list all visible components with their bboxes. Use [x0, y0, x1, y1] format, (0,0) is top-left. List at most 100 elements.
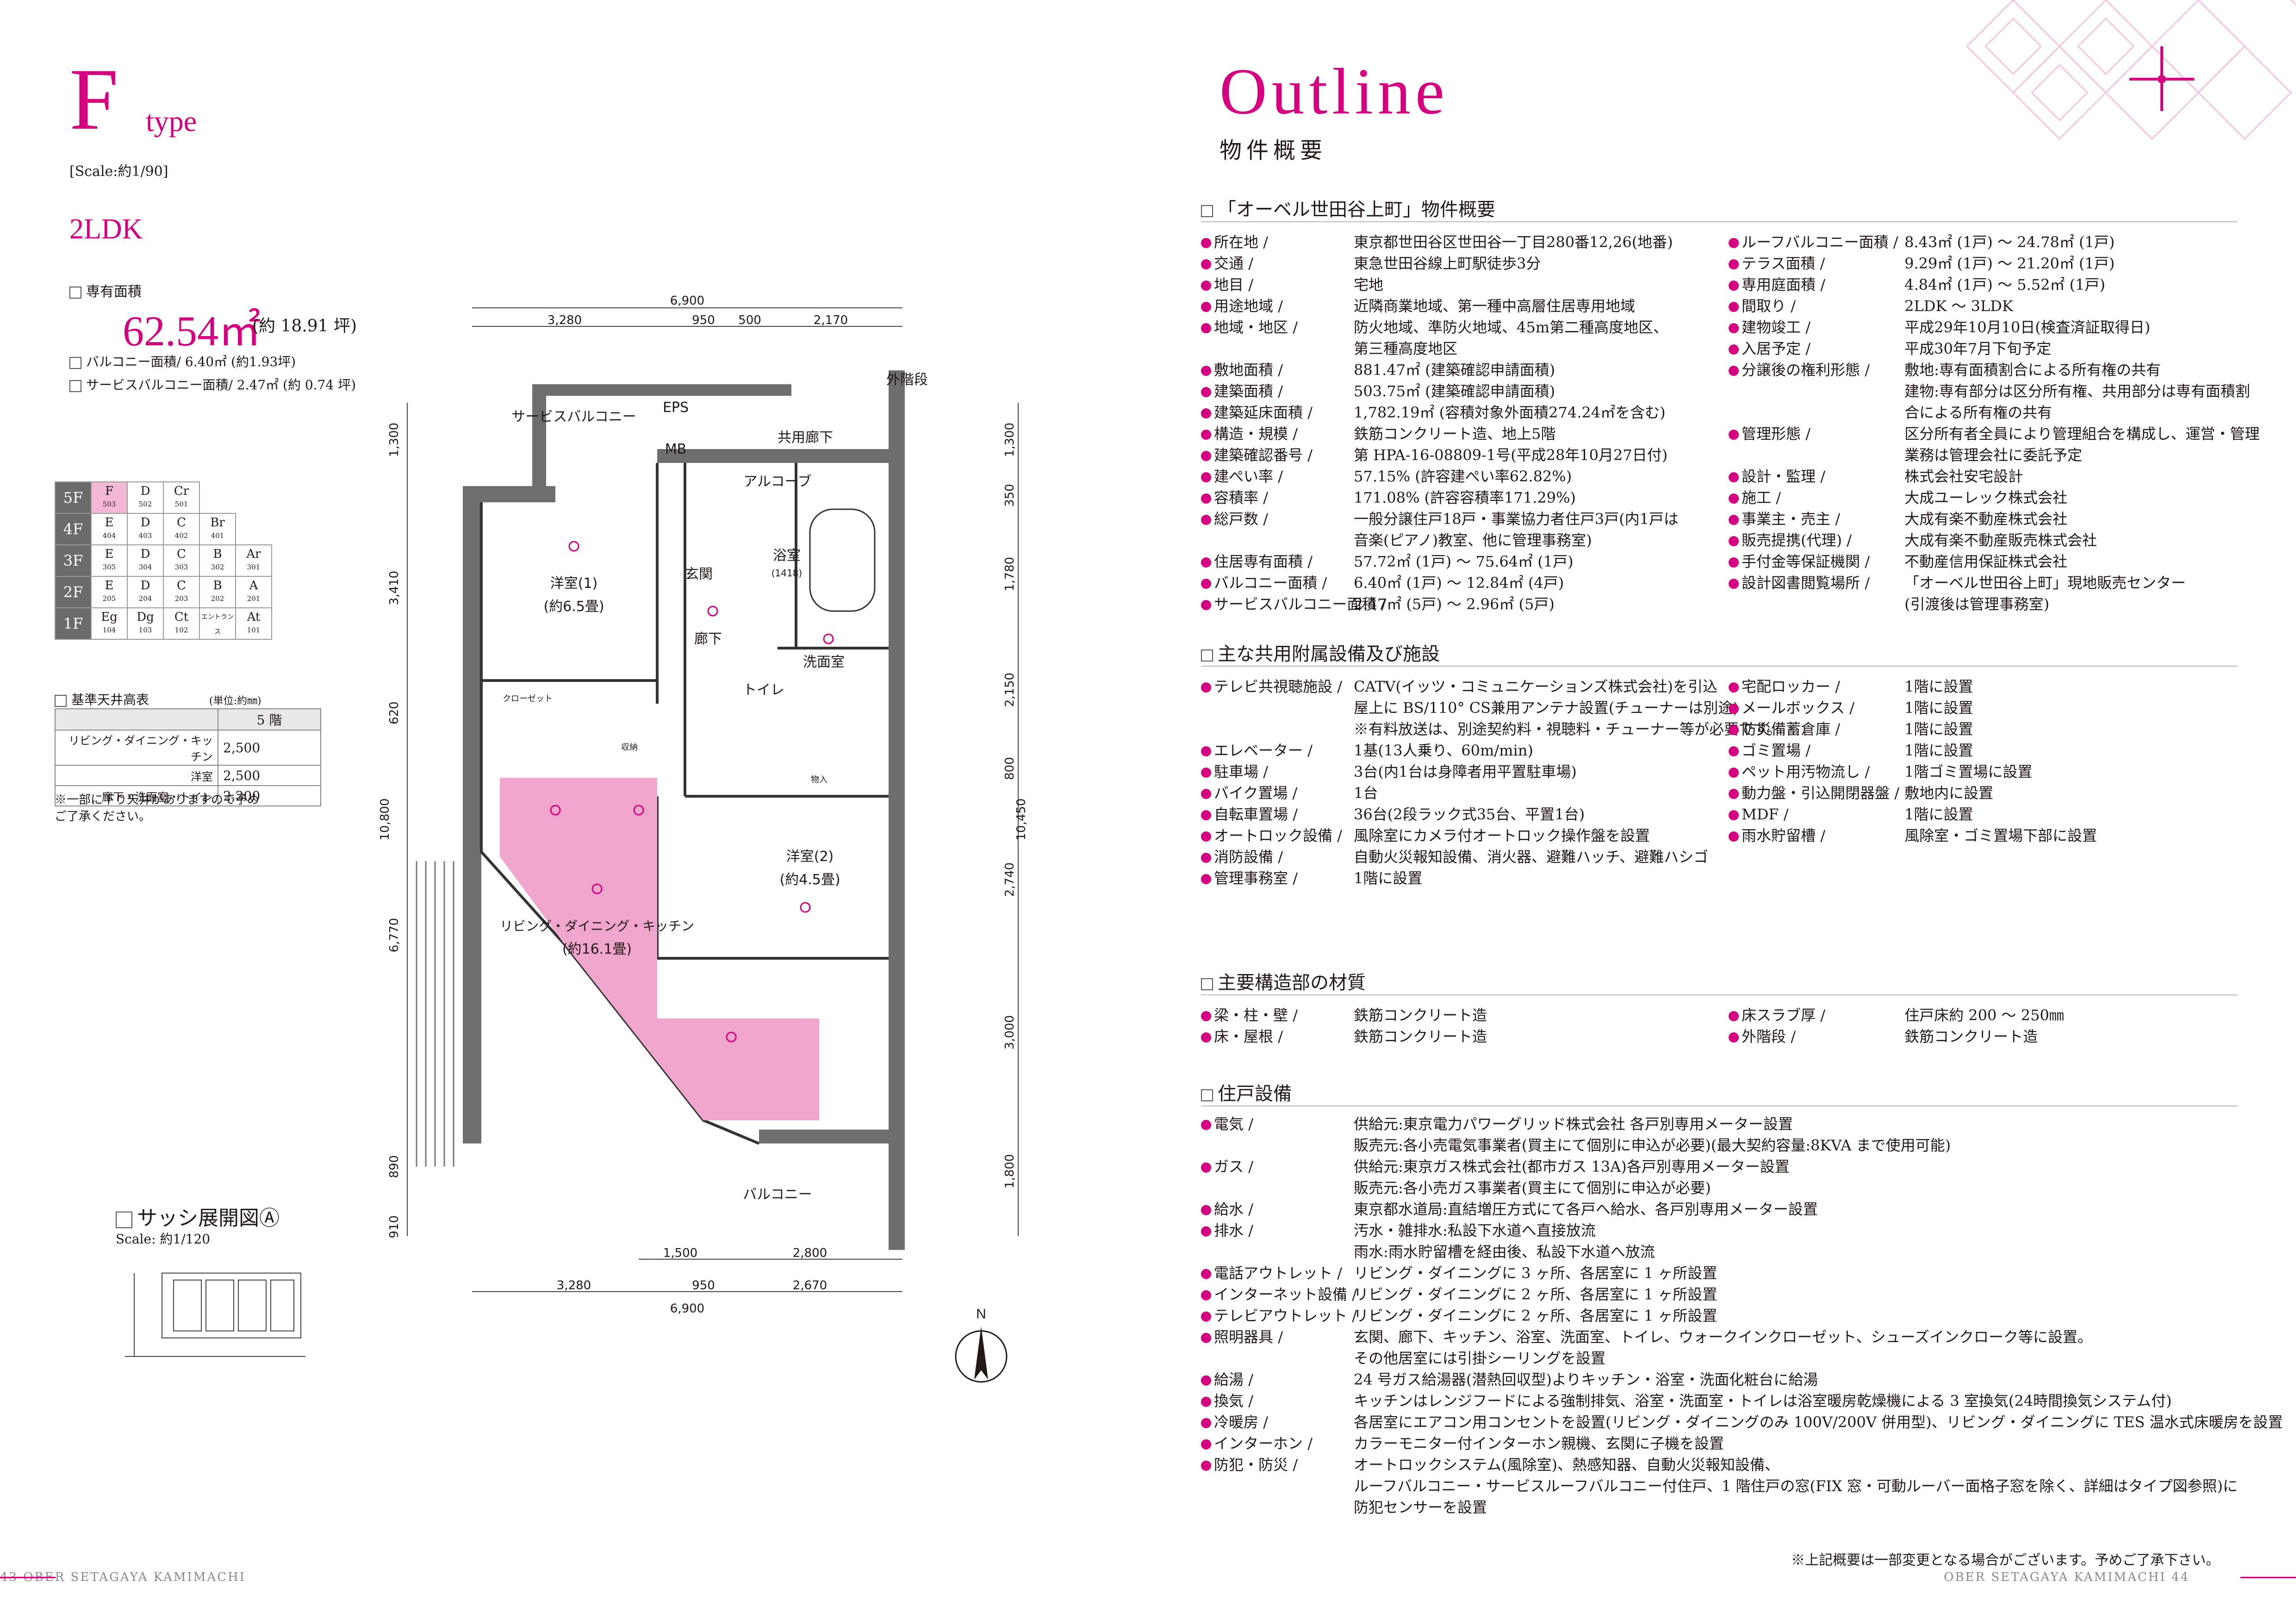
spec-value: カラーモニター付インターホン親機、玄関に子機を設置: [1354, 1435, 1724, 1452]
spec-value: 風除室・ゴミ置場下部に設置: [1904, 827, 2097, 844]
section-title: 住戸設備: [1218, 1083, 1292, 1105]
bullet-icon: [1729, 746, 1739, 756]
bullet-icon: [1201, 746, 1211, 756]
bullet-icon: [1201, 1120, 1211, 1130]
separator: /: [1258, 763, 1268, 781]
spec-key-box: 販売提携(代理) /: [1729, 530, 1904, 551]
spec-row: 用途地域 /近隣商業地域、第一種中高層住居専用地域: [1201, 295, 1679, 317]
spec-row: オートロック設備 /風除室にカメラ付オートロック操作盤を設置: [1201, 825, 1782, 846]
spec-key: 管理事務室: [1214, 869, 1288, 887]
spec-key: 雨水貯留槽: [1742, 827, 1816, 844]
spec-row: メールボックス /1階に設置: [1729, 697, 2097, 718]
spec-key: 電気: [1214, 1115, 1244, 1133]
bullet-icon: [1201, 768, 1211, 778]
unit-number: 503: [102, 500, 116, 508]
spec-key: インターネット設備: [1214, 1286, 1348, 1303]
unit-number: 304: [138, 563, 152, 571]
separator: /: [1890, 784, 1899, 802]
type-letter: F: [69, 51, 118, 148]
bullet-icon: [1201, 1290, 1211, 1300]
footnote: ※上記概要は一部変更となる場合がございます。予めご了承下さい。: [1791, 1552, 2220, 1568]
bullet-icon: [1201, 323, 1211, 333]
bullet-icon: [1201, 1418, 1211, 1428]
spec-key: 駐車場: [1214, 763, 1259, 781]
spec-row: 換気 /キッチンはレンジフードによる強制排気、浴室・洗面室・トイレは浴室暖房乾燥…: [1201, 1390, 2283, 1412]
bullet-icon: [1729, 725, 1739, 735]
spec-key-box: 管理形態 /: [1729, 423, 1904, 444]
spec-row: テラス面積 /9.29㎡ (1戸) 〜 21.20㎡ (1戸): [1729, 253, 2259, 274]
spec-row: テレビ共視聴施設 /CATV(イッツ・コミュニケーションズ株式会社)を引込: [1201, 676, 1782, 697]
room-label: 共用廊下: [778, 430, 833, 446]
spec-value: 宅地: [1354, 276, 1384, 294]
spec-value: (引渡後は管理事務室): [1904, 595, 2049, 613]
unit-number: 104: [102, 626, 116, 634]
dim-label: 1,800: [1003, 1154, 1017, 1188]
spec-row: 地目 /宅地: [1201, 274, 1679, 295]
bullet-icon: [1729, 682, 1739, 693]
dim-label: 890: [387, 1155, 401, 1178]
unit-number: 202: [211, 594, 224, 603]
unit-number: 305: [102, 563, 116, 571]
unit-number: 301: [247, 563, 261, 571]
spec-key: 建ぺい率: [1214, 468, 1274, 485]
floor-label: 1F: [55, 607, 92, 640]
spec-key-box: 構造・規模 /: [1201, 423, 1354, 444]
spec-row: 自転車置場 /36台(2段ラック式35台、平置1台): [1201, 804, 1782, 825]
table-cell: 2,500: [218, 765, 321, 786]
spec-row: 設計・監理 /株式会社安宅設計: [1729, 466, 2259, 487]
spec-value: 2.47㎡ (5戸) 〜 2.96㎡ (5戸): [1354, 595, 1555, 613]
spec-key-box: 間取り /: [1729, 295, 1904, 317]
room-label: サービスバルコニー: [511, 409, 636, 425]
bullet-icon: [1201, 1032, 1211, 1043]
spec-value: ルーフバルコニー・サービスルーフバルコニー付住戸、1 階住戸の窓(FIX 窓・可…: [1354, 1477, 2238, 1495]
spec-key-box: 床・屋根 /: [1201, 1026, 1354, 1047]
spec-key: 建築確認番号: [1214, 446, 1303, 464]
area-label: 専有面積: [86, 284, 142, 300]
spec-key-box: 設計図書閲覧場所 /: [1729, 572, 1904, 593]
separator: /: [1244, 1392, 1253, 1410]
spec-row: ※有料放送は、別途契約料・視聴料・チューナー等が必要です。: [1201, 718, 1782, 740]
checkbox-icon: [1201, 1089, 1213, 1101]
unit-type: C: [177, 516, 186, 530]
dim-label: 3,000: [1003, 1015, 1017, 1049]
separator: /: [1816, 827, 1825, 844]
separator: /: [1244, 1371, 1253, 1388]
separator: /: [1288, 869, 1298, 887]
spec-key-box: 建築面積 /: [1201, 381, 1354, 402]
separator: /: [1830, 678, 1840, 695]
bullet-icon: [1201, 789, 1211, 799]
spec-row: 外階段 /鉄筋コンクリート造: [1729, 1026, 2064, 1047]
spec-row: 手付金等保証機関 /不動産信用保証株式会社: [1729, 551, 2259, 572]
type-word: type: [146, 105, 197, 137]
bullet-icon: [1729, 579, 1739, 589]
unit-number: 403: [138, 531, 152, 540]
room-label: (約4.5畳): [779, 872, 840, 888]
unit-type: A: [249, 579, 258, 593]
spec-value: 1階に設置: [1354, 869, 1423, 887]
separator: /: [1860, 763, 1870, 781]
spec-key: テレビ共視聴施設: [1214, 678, 1333, 695]
dim-label: 2,150: [1003, 673, 1017, 707]
spec-key-box: バルコニー面積 /: [1201, 572, 1354, 593]
spec-row: 梁・柱・壁 /鉄筋コンクリート造: [1201, 1005, 1487, 1026]
separator: /: [1288, 1456, 1298, 1474]
spec-list: 梁・柱・壁 /鉄筋コンクリート造床・屋根 /鉄筋コンクリート造: [1201, 1005, 1487, 1047]
sash-title: サッシ展開図Ⓐ: [137, 1206, 280, 1230]
sash-diagram: [125, 1273, 305, 1357]
spec-key: 設計図書閲覧場所: [1742, 574, 1860, 592]
spec-value: 大成ユーレック株式会社: [1904, 489, 2068, 506]
spec-key: 床スラブ厚: [1742, 1006, 1816, 1024]
spec-row: MDF /1階に設置: [1729, 804, 2097, 825]
bullet-icon: [1201, 579, 1211, 589]
bullet-icon: [1729, 238, 1739, 248]
spec-key: ルーフバルコニー面積: [1742, 233, 1889, 251]
spec-value: 区分所有者全員により管理組合を構成し、運営・管理: [1904, 425, 2260, 443]
spec-key-box: 給湯 /: [1201, 1369, 1354, 1390]
room-label: (約16.1畳): [562, 941, 632, 957]
bullet-icon: [1729, 789, 1739, 799]
room-label: 外階段: [886, 372, 928, 388]
